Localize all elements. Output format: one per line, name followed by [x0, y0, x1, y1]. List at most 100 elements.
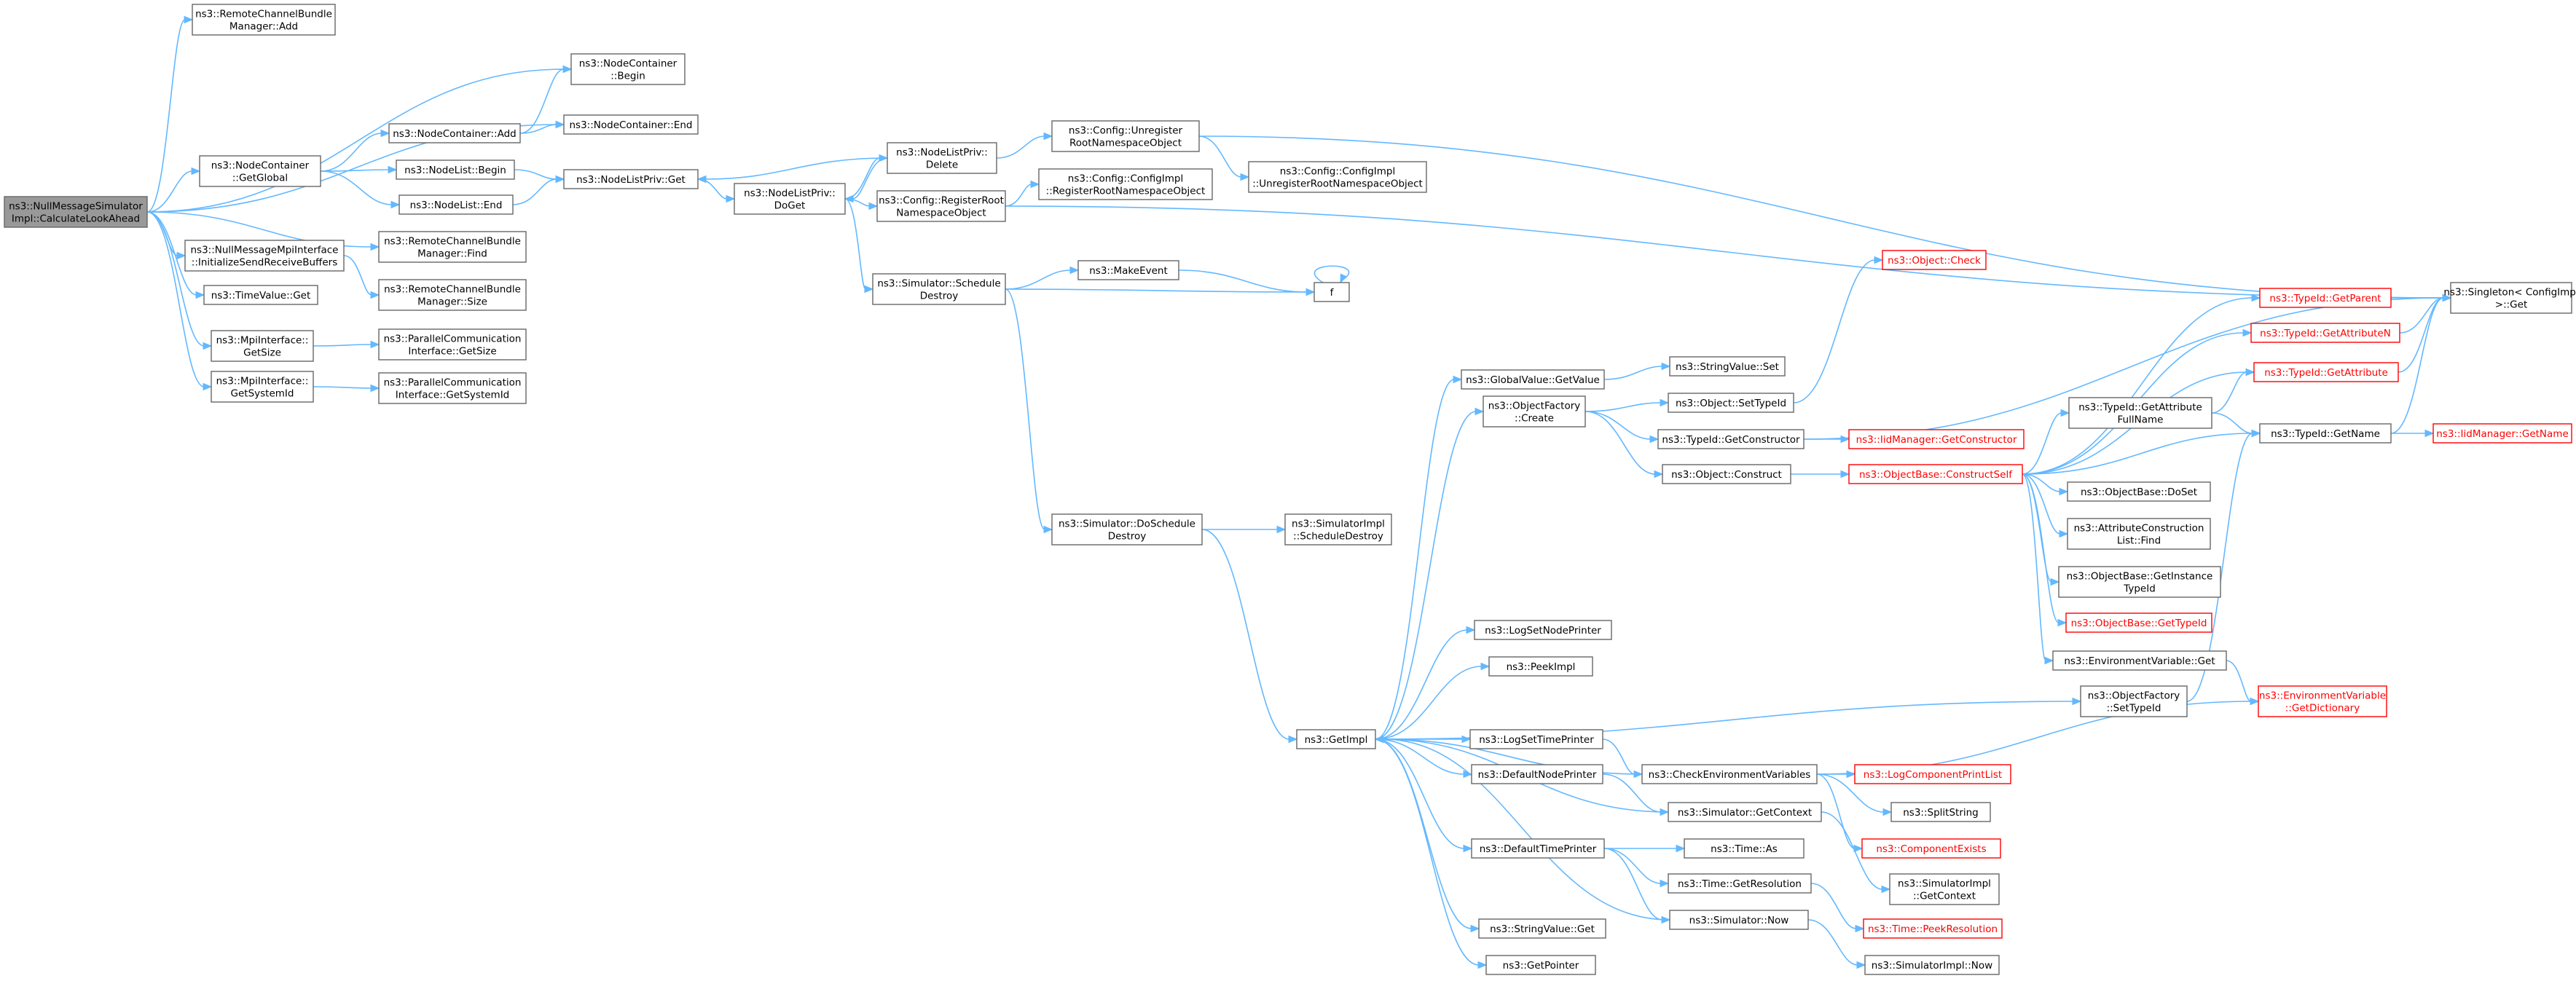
- node-ns3-nodelistpriv-delete[interactable]: ns3::NodeListPriv::Delete: [887, 142, 997, 174]
- node-ns3-typeid-getattributen[interactable]: ns3::TypeId::GetAttributeN: [2250, 323, 2400, 343]
- node-ns3-nodecontainer-end[interactable]: ns3::NodeContainer::End: [563, 114, 699, 135]
- node-ns3-getpointer[interactable]: ns3::GetPointer: [1485, 955, 1596, 975]
- node-ns3-simulatorimpl-scheduledestroy[interactable]: ns3::SimulatorImpl::ScheduleDestroy: [1284, 513, 1392, 545]
- node-ns3-logsetnodeprinter[interactable]: ns3::LogSetNodePrinter: [1474, 620, 1612, 640]
- node-ns3-object-check[interactable]: ns3::Object::Check: [1882, 250, 1987, 270]
- node-ns3-mpiinterface-getsystemid[interactable]: ns3::MpiInterface::GetSystemId: [211, 371, 314, 403]
- edge-ofCreate-to-tidGetCtor: [1585, 411, 1660, 444]
- node-ns3-objectbase-constructself[interactable]: ns3::ObjectBase::ConstructSelf: [1848, 464, 2023, 484]
- node-ns3-typeid-getname[interactable]: ns3::TypeId::GetName: [2259, 423, 2392, 444]
- node-label-line: ns3::Config::ConfigImpl: [1068, 173, 1183, 185]
- node-ns3-nodelistpriv-doget[interactable]: ns3::NodeListPriv::DoGet: [734, 183, 846, 215]
- node-box: [1662, 464, 1791, 484]
- node-ns3-environmentvariable-getdictionary[interactable]: ns3::EnvironmentVariable::GetDictionary: [2258, 685, 2387, 717]
- node-ns3-componentexists[interactable]: ns3::ComponentExists: [1861, 838, 2001, 859]
- node-box: [563, 114, 699, 135]
- node-ns3-typeid-getconstructor[interactable]: ns3::TypeId::GetConstructor: [1657, 429, 1805, 449]
- node-label-line: ns3::SplitString: [1903, 807, 1979, 819]
- node-ns3-defaultnodeprinter[interactable]: ns3::DefaultNodePrinter: [1471, 764, 1603, 784]
- node-box: [1474, 620, 1612, 640]
- node-box: [872, 273, 1006, 305]
- node-ns3-iidmanager-getname[interactable]: ns3::IidManager::GetName: [2432, 423, 2572, 444]
- call-graph-nodes: ns3::NullMessageSimulatorImpl::Calculate…: [4, 4, 2576, 975]
- node-ns3-splitstring[interactable]: ns3::SplitString: [1890, 802, 1991, 822]
- node-label-line: ::RegisterRootNamespaceObject: [1046, 186, 1206, 197]
- node-ns3-makeevent[interactable]: ns3::MakeEvent: [1077, 260, 1179, 280]
- node-ns3-config-unregister-rootnamespaceobject[interactable]: ns3::Config::UnregisterRootNamespaceObje…: [1051, 120, 1200, 152]
- node-ns3-object-construct[interactable]: ns3::Object::Construct: [1662, 464, 1791, 484]
- node-ns3-stringvalue-set[interactable]: ns3::StringValue::Set: [1669, 356, 1786, 377]
- node-ns3-stringvalue-get[interactable]: ns3::StringValue::Get: [1478, 918, 1606, 939]
- node-box: [1889, 873, 2000, 905]
- node-ns3-logsettimeprinter[interactable]: ns3::LogSetTimePrinter: [1469, 729, 1603, 749]
- node-ns3-config-registerroot-namespaceobject[interactable]: ns3::Config::RegisterRootNamespaceObject: [876, 190, 1006, 222]
- node-box: [1657, 429, 1805, 449]
- node-ns3-objectfactory-create[interactable]: ns3::ObjectFactory::Create: [1483, 395, 1586, 428]
- node-label-line: ::SetTypeId: [2107, 703, 2161, 714]
- node-ns3-mpiinterface-getsize[interactable]: ns3::MpiInterface::GetSize: [211, 330, 314, 362]
- node-ns3-nodelistpriv-get[interactable]: ns3::NodeListPriv::Get: [563, 169, 699, 189]
- node-ns3-timevalue-get[interactable]: ns3::TimeValue::Get: [203, 285, 318, 305]
- node-label-line: ns3::NodeList::End: [410, 200, 503, 211]
- node-ns3-simulatorimpl-now[interactable]: ns3::SimulatorImpl::Now: [1864, 955, 2000, 975]
- node-ns3-time-getresolution[interactable]: ns3::Time::GetResolution: [1668, 873, 1812, 894]
- edge-tidGetAttr-to-singletonGet: [2398, 293, 2452, 373]
- node-label-line: ns3::MakeEvent: [1089, 265, 1168, 277]
- node-ns3-config-configimpl-unregisterrootnamespaceobject[interactable]: ns3::Config::ConfigImpl::UnregisterRootN…: [1248, 161, 1427, 193]
- node-ns3-typeid-getparent[interactable]: ns3::TypeId::GetParent: [2259, 288, 2392, 308]
- node-label-line: ns3::NodeListPriv::: [896, 147, 988, 159]
- node-ns3-nodelist-end[interactable]: ns3::NodeList::End: [398, 194, 514, 215]
- node-ns3-simulator-getcontext[interactable]: ns3::Simulator::GetContext: [1668, 802, 1822, 822]
- node-ns3-objectfactory-settypeid[interactable]: ns3::ObjectFactory::SetTypeId: [2080, 685, 2188, 717]
- node-label-line: ns3::Object::Check: [1888, 255, 1981, 267]
- node-f[interactable]: f: [1313, 282, 1350, 302]
- edge-obConstructSelf-to-obDoSet: [2022, 473, 2069, 496]
- edge-checkEnvVars-to-splitString: [1816, 773, 1893, 816]
- node-ns3-defaulttimeprinter[interactable]: ns3::DefaultTimePrinter: [1471, 838, 1605, 859]
- node-box: [2067, 481, 2211, 502]
- node-ns3-globalvalue-getvalue[interactable]: ns3::GlobalValue::GetValue: [1461, 369, 1605, 390]
- node-ns3-simulator-schedule-destroy[interactable]: ns3::Simulator::ScheduleDestroy: [872, 273, 1006, 305]
- node-ns3-getimpl[interactable]: ns3::GetImpl: [1296, 729, 1376, 749]
- node-ns3-environmentvariable-get[interactable]: ns3::EnvironmentVariable::Get: [2052, 650, 2227, 671]
- node-ns3-time-as[interactable]: ns3::Time::As: [1684, 838, 1805, 859]
- node-ns3-peekimpl[interactable]: ns3::PeekImpl: [1488, 656, 1593, 677]
- node-ns3-nodecontainer-getglobal[interactable]: ns3::NodeContainer::GetGlobal: [199, 155, 321, 187]
- node-ns3-iidmanager-getconstructor[interactable]: ns3::IidManager::GetConstructor: [1848, 429, 2025, 449]
- node-ns3-objectbase-doset[interactable]: ns3::ObjectBase::DoSet: [2067, 481, 2211, 502]
- node-ns3-logcomponentprintlist[interactable]: ns3::LogComponentPrintList: [1854, 764, 2011, 784]
- node-ns3-simulator-now[interactable]: ns3::Simulator::Now: [1669, 910, 1809, 930]
- node-ns3-config-configimpl-registerrootnamespaceobject[interactable]: ns3::Config::ConfigImpl::RegisterRootNam…: [1038, 168, 1213, 200]
- node-label-line: ns3::AttributeConstruction: [2074, 523, 2204, 535]
- node-ns3-time-peekresolution[interactable]: ns3::Time::PeekResolution: [1863, 918, 2003, 939]
- node-label-line: ns3::NodeContainer::Add: [393, 128, 516, 140]
- node-ns3-parallelcommunication-interface-getsize[interactable]: ns3::ParallelCommunicationInterface::Get…: [378, 328, 527, 361]
- node-label-line: ns3::TypeId::GetParent: [2269, 293, 2381, 304]
- node-ns3-singleton-configimpl-get[interactable]: ns3::Singleton< ConfigImpl >::Get: [2443, 282, 2576, 314]
- node-label-line: ns3::TimeValue::Get: [211, 290, 311, 302]
- node-ns3-objectbase-gettypeid[interactable]: ns3::ObjectBase::GetTypeId: [2065, 612, 2212, 633]
- node-label-line: GetSystemId: [231, 388, 294, 400]
- node-label-line: ns3::StringValue::Set: [1676, 361, 1779, 373]
- node-ns3-parallelcommunication-interface-getsystemid[interactable]: ns3::ParallelCommunicationInterface::Get…: [378, 372, 527, 404]
- node-label-line: ns3::DefaultNodePrinter: [1478, 769, 1597, 781]
- node-ns3-checkenvironmentvariables[interactable]: ns3::CheckEnvironmentVariables: [1641, 764, 1818, 784]
- node-ns3-nodecontainer-begin[interactable]: ns3::NodeContainer::Begin: [570, 53, 686, 85]
- node-ns3-object-settypeid[interactable]: ns3::Object::SetTypeId: [1668, 393, 1794, 413]
- node-ns3-simulatorimpl-getcontext[interactable]: ns3::SimulatorImpl::GetContext: [1889, 873, 2000, 905]
- node-ns3-nodecontainer-add[interactable]: ns3::NodeContainer::Add: [388, 123, 521, 143]
- node-label-line: ::GetGlobal: [232, 173, 288, 184]
- node-ns3-nodelist-begin[interactable]: ns3::NodeList::Begin: [396, 159, 515, 180]
- node-ns3-typeid-getattribute[interactable]: ns3::TypeId::GetAttribute: [2253, 362, 2399, 382]
- node-ns3-nullmessagempiinterface-initializesendreceivebuffers[interactable]: ns3::NullMessageMpiInterface::Initialize…: [184, 240, 345, 272]
- node-label-line: ::UnregisterRootNamespaceObject: [1252, 178, 1423, 190]
- node-label-line: ns3::Config::Unregister: [1069, 125, 1183, 137]
- node-ns3-nullmessagesimulator-impl-calculatelookahead[interactable]: ns3::NullMessageSimulatorImpl::Calculate…: [4, 196, 148, 228]
